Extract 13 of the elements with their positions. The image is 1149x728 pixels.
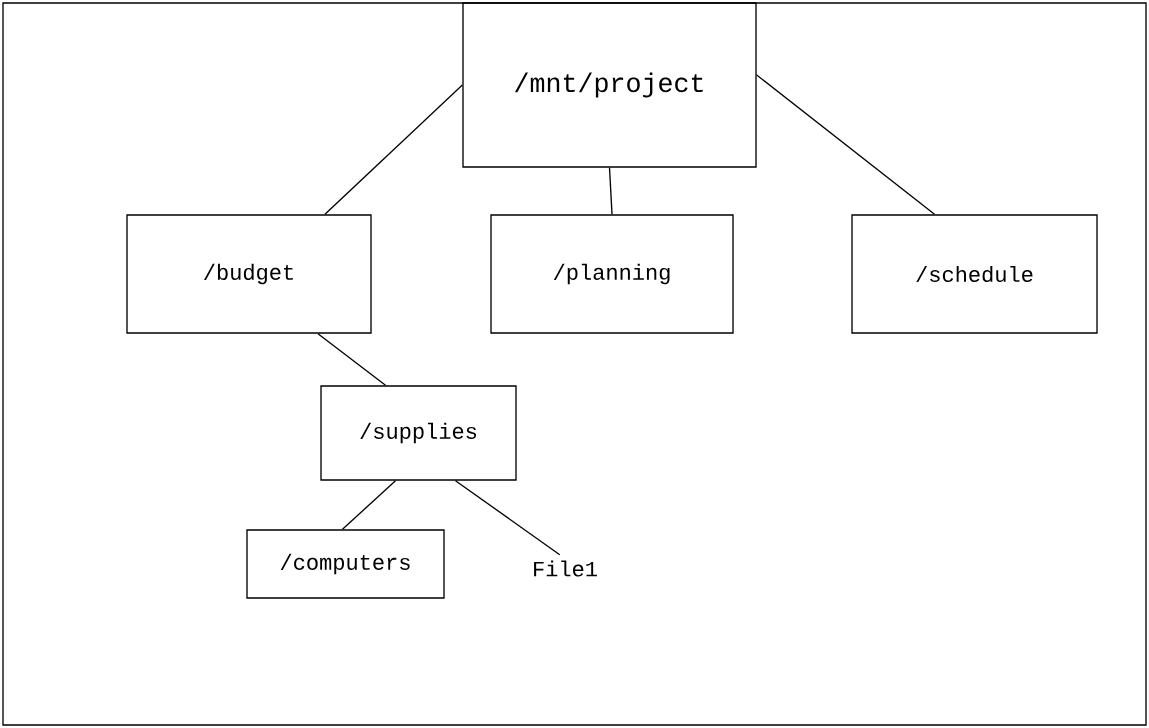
connector-line xyxy=(324,84,463,215)
folder-box: /supplies xyxy=(320,385,517,481)
file-label: File1 xyxy=(534,560,597,577)
connector-line xyxy=(317,333,387,386)
folder-box: /planning xyxy=(490,214,734,334)
connector-line xyxy=(756,74,936,215)
folder-box: /budget xyxy=(126,214,372,334)
folder-box: /computers xyxy=(246,529,445,599)
connector-line xyxy=(341,480,397,530)
folder-box: /schedule xyxy=(851,214,1098,334)
folder-box: /mnt/project xyxy=(462,2,757,168)
connector-line xyxy=(608,167,613,215)
connector-line xyxy=(454,480,561,556)
